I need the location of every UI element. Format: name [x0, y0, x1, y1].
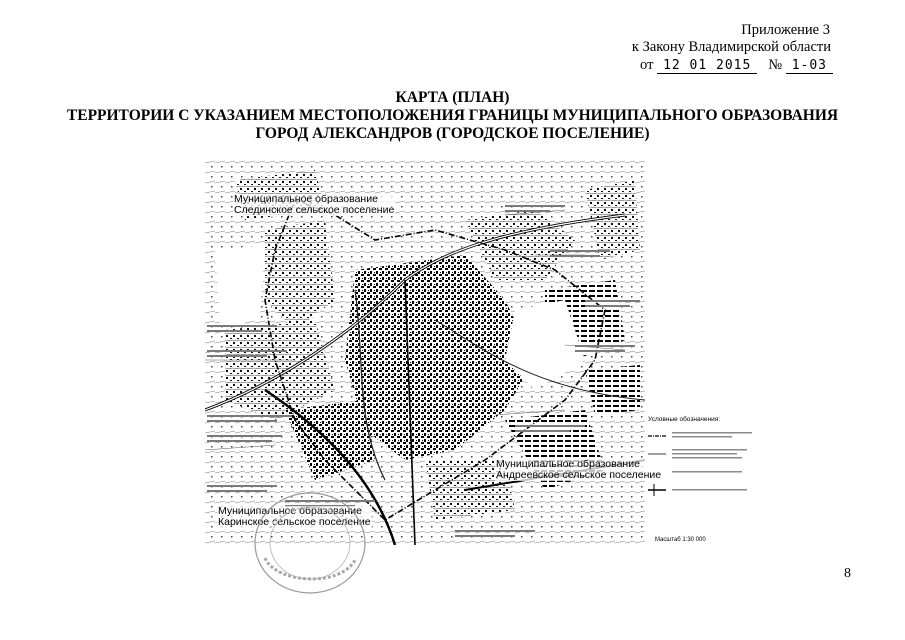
document-title: КАРТА (ПЛАН) — [395, 89, 510, 106]
map-graphic — [205, 160, 645, 545]
caption-line: Муниципальное образование — [496, 458, 640, 470]
map-caption-sledino: Муниципальное образование Слединское сел… — [233, 193, 396, 216]
date-prefix: от — [640, 57, 654, 73]
law-reference: к Закону Владимирской области — [631, 39, 831, 55]
map-legend: Условные обозначения: — [648, 416, 778, 506]
document-subtitle-line1: ТЕРРИТОРИИ С УКАЗАНИЕМ МЕСТОПОЛОЖЕНИЯ ГР… — [66, 107, 839, 124]
map-caption-andreevskoe: Муниципальное образование Андреевское се… — [495, 458, 663, 481]
official-seal — [250, 488, 370, 598]
legend-title: Условные обозначения: — [648, 416, 721, 423]
territory-map: Муниципальное образование Слединское сел… — [205, 160, 663, 545]
legend-symbols — [648, 432, 752, 496]
document-subtitle-line2: ГОРОД АЛЕКСАНДРОВ (ГОРОДСКОЕ ПОСЕЛЕНИЕ) — [255, 125, 650, 142]
law-number: 1-03 — [785, 58, 833, 74]
number-sign: № — [768, 57, 783, 73]
caption-line: Муниципальное образование — [234, 193, 378, 205]
caption-line: Андреевское сельское поселение — [496, 469, 662, 481]
appendix-label: Приложение 3 — [741, 22, 830, 38]
map-scale: Масштаб 1:30 000 — [655, 537, 706, 543]
caption-line: Слединское сельское поселение — [234, 204, 395, 216]
caption-line: Каринское сельское поселение — [218, 516, 371, 528]
law-date: 12 01 2015 — [657, 58, 758, 74]
seal-graphic — [254, 492, 366, 594]
law-date-line: от 12 01 2015 № 1-03 — [640, 57, 833, 74]
page-number: 8 — [844, 566, 851, 581]
